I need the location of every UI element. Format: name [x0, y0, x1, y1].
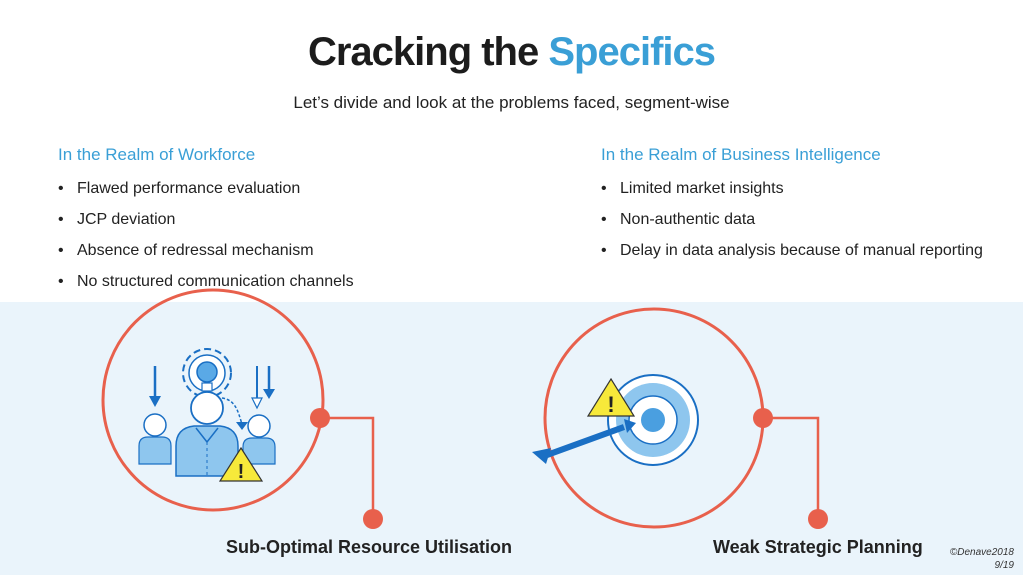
title-main: Cracking the — [307, 30, 539, 74]
person-group-icon — [138, 391, 276, 477]
page-subtitle: Let’s divide and look at the problems fa… — [293, 93, 730, 112]
left-connector-dot — [310, 408, 330, 428]
right-connector — [763, 416, 820, 519]
list-item: Absence of redressal mechanism — [58, 235, 354, 266]
warning-mark: ! — [607, 392, 614, 417]
page-title: Cracking the Specifics — [0, 30, 1023, 75]
left-connector — [320, 416, 375, 519]
workforce-list: Flawed performance evaluation JCP deviat… — [58, 173, 354, 297]
list-item: No structured communication channels — [58, 266, 354, 297]
page-number: 9/19 — [994, 560, 1014, 571]
footer: ©Denave2018 9/19 — [950, 546, 1014, 572]
right-connector-dot — [753, 408, 773, 428]
down-arrow-icon — [149, 366, 275, 410]
business-list: Limited market insights Non-authentic da… — [601, 173, 983, 266]
business-column: In the Realm of Business Intelligence Li… — [601, 145, 983, 266]
lightbulb-gear-icon — [182, 348, 232, 398]
workforce-column: In the Realm of Workforce Flawed perform… — [58, 145, 354, 297]
list-item: Delay in data analysis because of manual… — [601, 235, 983, 266]
list-item: Limited market insights — [601, 173, 983, 204]
warning-icon: ! — [586, 377, 636, 417]
copyright-text: ©Denave2018 — [949, 547, 1014, 558]
warning-icon: ! — [218, 446, 264, 483]
workforce-heading: In the Realm of Workforce — [58, 145, 256, 164]
dart-arrow-icon — [532, 419, 636, 464]
right-connector-end-dot — [808, 509, 828, 529]
title-accent: Specifics — [548, 30, 716, 74]
warning-mark: ! — [238, 461, 245, 483]
list-item: JCP deviation — [58, 204, 354, 235]
target-icon — [607, 374, 699, 466]
illustration-band — [0, 302, 1023, 575]
left-connector-end-dot — [363, 509, 383, 529]
list-item: Flawed performance evaluation — [58, 173, 354, 204]
list-item: Non-authentic data — [601, 204, 983, 235]
workforce-illustration: ! — [101, 288, 383, 529]
strategy-illustration: ! — [532, 307, 828, 529]
business-heading: In the Realm of Business Intelligence — [601, 145, 881, 164]
left-ring — [101, 288, 325, 512]
caption-right: Weak Strategic Planning — [713, 537, 923, 557]
caption-left: Sub-Optimal Resource Utilisation — [226, 537, 513, 557]
